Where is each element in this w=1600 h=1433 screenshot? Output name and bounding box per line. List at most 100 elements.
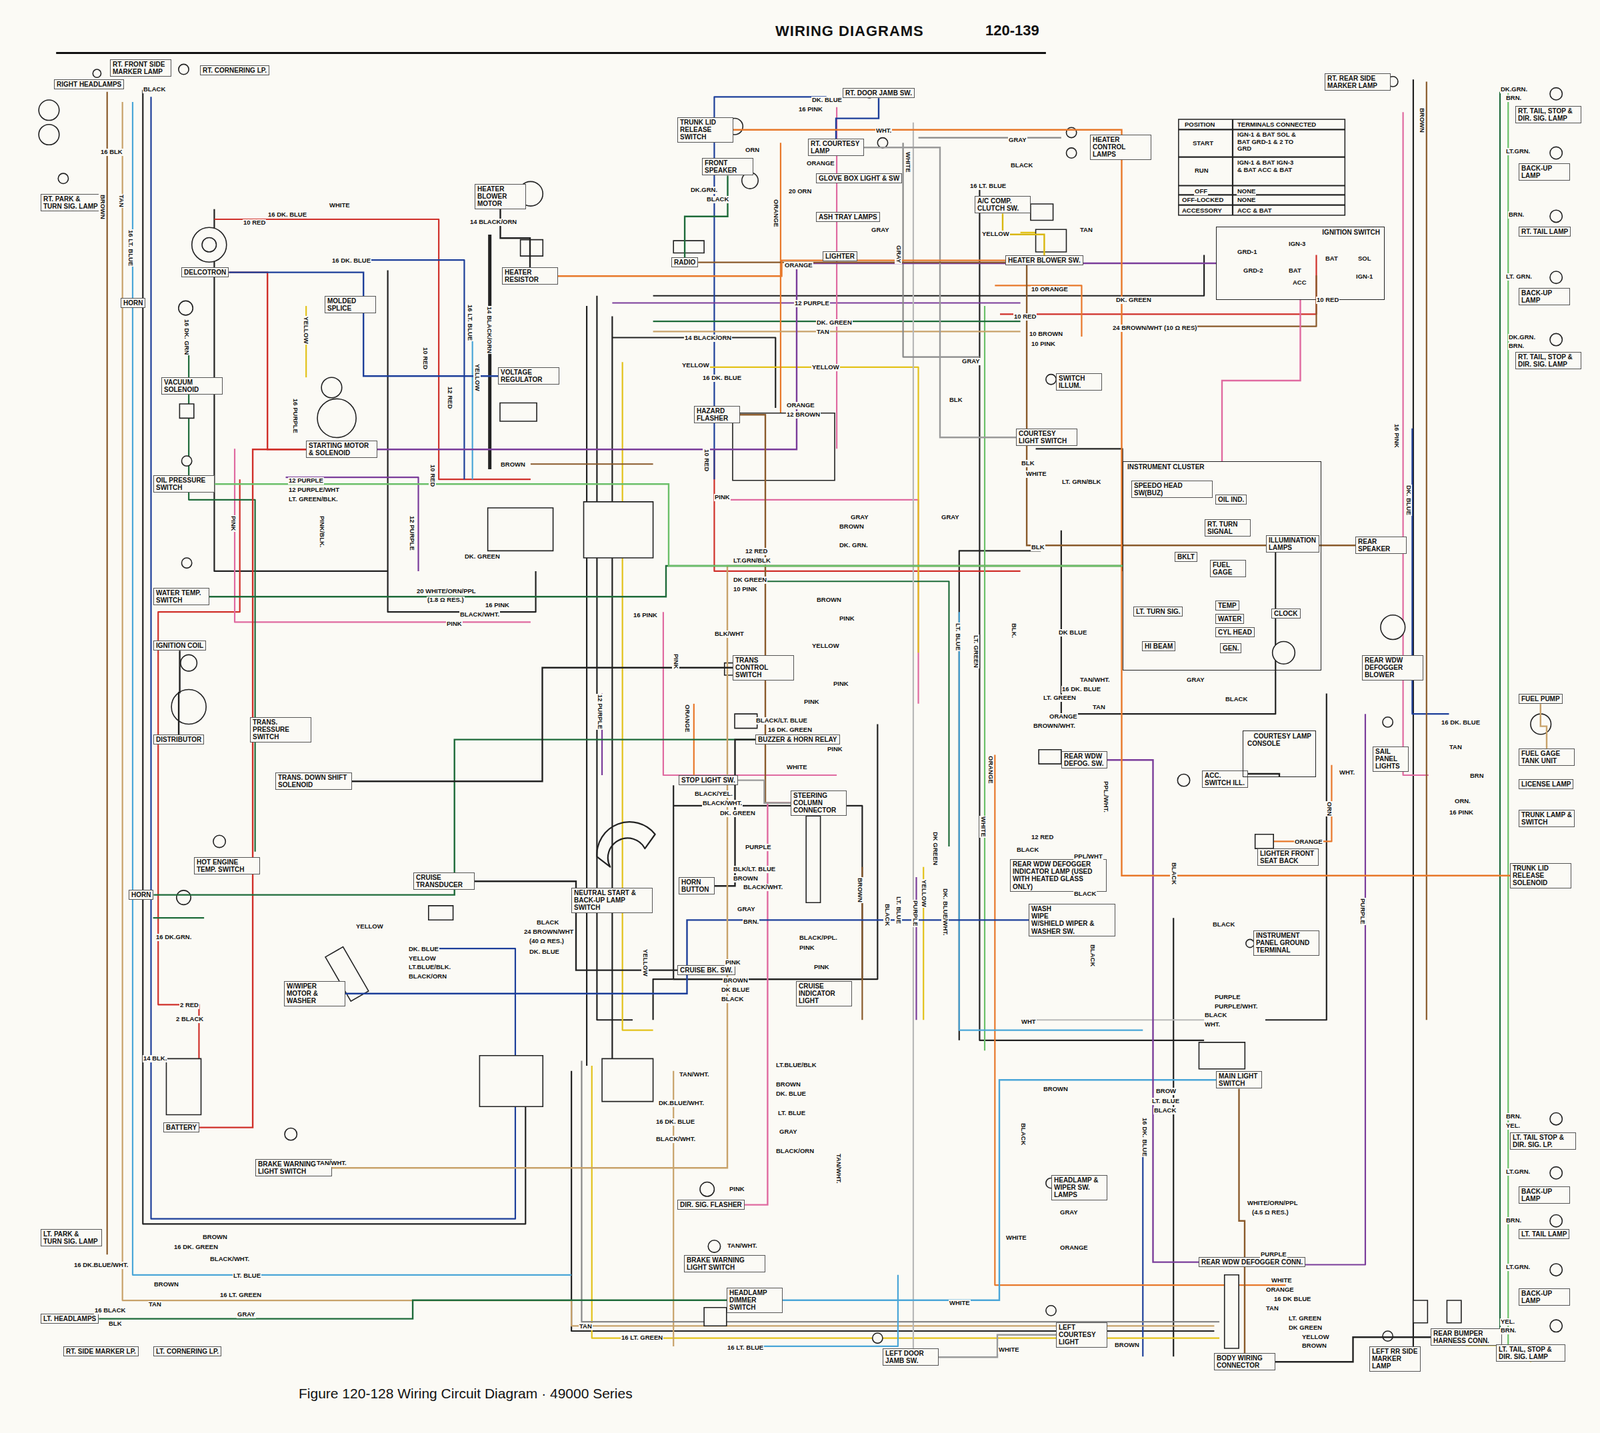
wire-color: BLACK xyxy=(1010,162,1034,170)
wire-color: YELLOW xyxy=(408,955,437,963)
component-label: REAR WDW DEFOGGER BLOWER xyxy=(1362,655,1424,681)
wire-color: 24 BROWN/WHT xyxy=(523,928,574,936)
component-name: WATER xyxy=(1218,615,1242,623)
wire-color: BROWN xyxy=(1114,1342,1140,1350)
component-name: CONSOLE xyxy=(1246,740,1282,748)
wire-color: PURPLE xyxy=(1260,1251,1288,1259)
component-label: W/WIPER MOTOR & WASHER xyxy=(284,981,346,1007)
drawing-part xyxy=(520,240,544,256)
component-name: MAIN LIGHT SWITCH xyxy=(1218,1072,1260,1088)
component-label: LT. TAIL STOP & DIR. SIG. LP. xyxy=(1510,1132,1576,1150)
wire-yellow xyxy=(306,232,1220,1339)
wire-color: BLACK xyxy=(1073,890,1097,898)
wire-color: 10 PINK xyxy=(732,586,758,594)
wire-color: BLK/WHT xyxy=(714,630,745,638)
drawing-part xyxy=(1036,229,1067,252)
component-label: LEFT COURTESY LIGHT xyxy=(1056,1322,1108,1348)
terminal-name: ACC xyxy=(1292,279,1308,287)
component-name: RT. TAIL, STOP & DIR. SIG. LAMP xyxy=(1518,107,1579,122)
component-label: BRAKE WARNING LIGHT SWITCH xyxy=(684,1255,766,1273)
wire-color: 12 PURPLE xyxy=(408,515,416,552)
component-name: FUEL GAGE xyxy=(1212,561,1244,576)
wire-color: TAN xyxy=(578,1323,593,1331)
drawing-part xyxy=(166,1058,201,1115)
drawing-part xyxy=(181,456,192,466)
wire-color: BRN. xyxy=(1505,1113,1522,1121)
component-name: VOLTAGE REGULATOR xyxy=(500,368,557,384)
wire xyxy=(738,780,791,804)
drawing-part xyxy=(321,377,342,398)
wire xyxy=(1239,1088,1246,1354)
drawing-part xyxy=(700,1182,714,1197)
wire-color: 16 DK. BLUE xyxy=(1061,686,1102,694)
drawing-part xyxy=(180,654,197,671)
drawing-part xyxy=(106,92,108,1255)
component-label: SWITCH ILLUM. xyxy=(1056,373,1102,391)
wire-color: 16 PURPLE xyxy=(291,398,299,434)
wire-color: ORANGE xyxy=(1265,1286,1295,1294)
wire-color: (1.8 Ω RES.) xyxy=(426,596,465,604)
wire-color: WHITE xyxy=(998,1346,1020,1354)
component-label: HORN BUTTON xyxy=(678,877,715,895)
wire-color: YELLOW xyxy=(811,642,840,650)
wire-color: GRAY xyxy=(236,1311,256,1319)
component-name: RT. FRONT SIDE MARKER LAMP xyxy=(112,60,169,76)
drawing-part xyxy=(571,1071,1214,1332)
wire-color: 12 PURPLE/WHT xyxy=(288,486,340,494)
wire-color: BLACK/WHT. xyxy=(702,800,743,808)
component-label: REAR WDW DEFOG. SW. xyxy=(1061,751,1108,769)
terminal-name: SOL xyxy=(1357,255,1372,263)
wire-color: BROWN xyxy=(153,1281,180,1289)
component-label: LT. TAIL LAMP xyxy=(1518,1229,1570,1240)
drawing-part xyxy=(38,100,60,121)
table-cell: OFF-LOCKED xyxy=(1181,196,1224,204)
wire-color: ORN. xyxy=(1454,798,1472,806)
component-name: LT. CORNERING LP. xyxy=(156,1348,219,1356)
wire-color: 16 LT. BLUE xyxy=(466,304,474,342)
drawing-part xyxy=(592,1066,1220,1339)
component-label: HAZARD FLASHER xyxy=(694,406,740,424)
drawing-part xyxy=(1046,374,1056,385)
wire-color: 14 BLK. xyxy=(142,1055,168,1063)
wire-color: WHITE xyxy=(1270,1277,1293,1285)
table-cell: START xyxy=(1192,140,1214,148)
component-name: A/C COMP. CLUTCH SW. xyxy=(977,197,1028,212)
wire-color: 10 RED xyxy=(1316,296,1340,304)
table-cell: ACC & BAT xyxy=(1236,207,1273,215)
ignition-table-grid xyxy=(1178,119,1345,216)
wire-color: 20 ORN xyxy=(788,188,812,196)
component-name: GLOVE BOX LIGHT & SW xyxy=(818,174,900,182)
component-label: LT. TURN SIG. xyxy=(1133,606,1183,617)
drawing-part xyxy=(479,1056,543,1108)
component-name: COURTESY LIGHT SWITCH xyxy=(1018,430,1075,445)
component-name: TRUNK LAMP & SWITCH xyxy=(1521,811,1572,826)
drawing-part xyxy=(1550,1320,1562,1332)
drawing-part xyxy=(56,52,1046,54)
drawing-part xyxy=(214,219,530,480)
wire-color: PINK xyxy=(714,494,731,502)
component-label: RT. TAIL, STOP & DIR. SIG. LAMP xyxy=(1515,106,1582,124)
component-label: HEATER BLOWER MOTOR xyxy=(474,184,526,210)
wire-color: 14 BLACK/ORN xyxy=(469,218,518,226)
wire-color: BLK xyxy=(1020,460,1036,468)
component-name: REAR SPEAKER xyxy=(1358,538,1404,553)
wire-color: 12 RED xyxy=(744,548,768,556)
component-name: TRUNK LID RELEASE SWITCH xyxy=(680,118,731,142)
drawing-part xyxy=(178,64,189,74)
component-label: TRANS. DOWN SHIFT SOLENOID xyxy=(275,772,352,790)
drawing-part xyxy=(1178,128,1345,130)
wire-color: GRAY xyxy=(870,226,890,234)
page-number: 120-139 xyxy=(984,22,1040,40)
drawing-part xyxy=(151,96,516,1219)
wire xyxy=(938,1335,1056,1358)
wire-color: TAN/WHT. xyxy=(316,1160,348,1168)
wire-color: YELLOW xyxy=(981,230,1010,238)
wire-color: YELLOW xyxy=(302,316,310,345)
component-label: MAIN LIGHT SWITCH xyxy=(1216,1071,1262,1089)
component-name: CYL HEAD xyxy=(1218,628,1252,636)
drawing-part xyxy=(584,502,654,558)
component-name: REAR WDW DEFOGGER BLOWER xyxy=(1364,656,1421,680)
wire-color: DK. GREEN xyxy=(464,553,501,561)
drawing-part xyxy=(673,240,704,253)
